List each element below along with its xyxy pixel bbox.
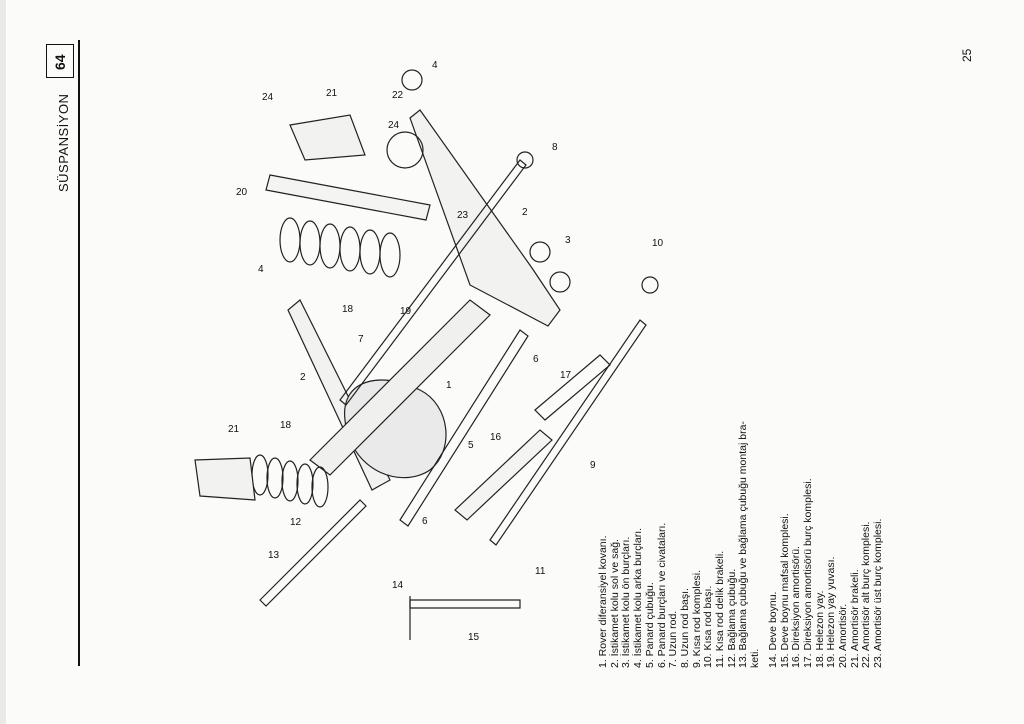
- bush-3a: [529, 241, 551, 263]
- tie-bar: [259, 499, 367, 607]
- legend-item: keti.: [749, 648, 762, 668]
- legend-item: 11. Kısa rod delik brakeli.: [714, 550, 727, 668]
- callout-7: 7: [358, 334, 364, 345]
- legend-item: 1. Rover diferansiyel kovanı.: [597, 535, 609, 668]
- legend-item: 8. Uzun rod başı.: [678, 588, 691, 668]
- rod-end-10: [641, 276, 659, 294]
- callout-22: 22: [392, 90, 404, 101]
- callout-9: 9: [590, 460, 596, 471]
- page-box: [46, 44, 74, 78]
- callout-16: 16: [490, 432, 502, 443]
- parts-legend: 1. Rover diferansiyel kovanı. 2. İstikam…: [597, 108, 885, 668]
- coil-spring-top: [279, 217, 401, 278]
- shock-bracket-top: [289, 114, 366, 161]
- callout-24b: 24: [388, 120, 400, 131]
- coil-spring-lower: [251, 454, 329, 508]
- callout-8: 8: [552, 142, 558, 153]
- callout-1: 1: [446, 380, 452, 391]
- shock-bracket-lower: [194, 457, 256, 501]
- callout-13: 13: [268, 550, 280, 561]
- page-edge: [0, 0, 6, 724]
- legend-item: 19. Helezon yay yuvası.: [825, 556, 838, 668]
- drag-link: [409, 599, 521, 609]
- callout-4b: 4: [432, 60, 438, 71]
- legend-item: 13. Bağlama çubuğu ve bağlama çubuğu mon…: [737, 421, 750, 668]
- legend-item: 17. Direksiyon amortisörü burç komplesi.: [801, 478, 814, 668]
- steering-damper: [454, 429, 553, 521]
- rod-end-8: [516, 151, 534, 169]
- vertical-rule: [78, 40, 80, 666]
- callout-10: 10: [652, 238, 664, 249]
- callout-2b: 2: [522, 207, 528, 218]
- legend-item: 7. Uzun rod.: [667, 610, 680, 668]
- mount-22: [386, 131, 424, 169]
- axle-tube: [309, 299, 491, 476]
- callout-12: 12: [290, 517, 302, 528]
- callout-6: 6: [533, 354, 539, 365]
- callout-21: 21: [326, 88, 338, 99]
- legend-item: 14. Deve boynu.: [766, 591, 779, 668]
- bush-4: [401, 69, 423, 91]
- long-rod: [339, 159, 527, 406]
- radius-arm-right: [409, 109, 561, 327]
- legend-item: 9. Kısa rod komplesi.: [690, 569, 703, 668]
- callout-3: 3: [565, 235, 571, 246]
- callout-18: 18: [280, 420, 292, 431]
- callout-15: 15: [468, 632, 480, 643]
- panhard-rod: [399, 329, 529, 527]
- legend-item: 5. Panard çubuğu.: [643, 582, 656, 668]
- callout-20: 20: [236, 187, 248, 198]
- shock-absorber: [265, 174, 431, 221]
- bush-3b: [549, 271, 571, 293]
- callout-14: 14: [392, 580, 404, 591]
- callout-18b: 18: [342, 304, 354, 315]
- callout-17: 17: [560, 370, 572, 381]
- callout-23: 23: [457, 210, 469, 221]
- callout-6b: 6: [422, 516, 428, 527]
- legend-item: 20. Amortisör.: [837, 603, 850, 668]
- callout-2: 2: [300, 372, 306, 383]
- callout-19: 19: [400, 306, 412, 317]
- callout-11: 11: [535, 566, 546, 577]
- callout-4: 4: [258, 264, 264, 275]
- legend-item: 23. Amortisör üst burç komplesi.: [872, 518, 885, 668]
- legend-item: 6. Panard burçları ve civataları.: [655, 522, 668, 668]
- callout-5: 5: [468, 440, 474, 451]
- callout-24: 24: [262, 92, 274, 103]
- callout-21b: 21: [228, 424, 240, 435]
- short-rod: [489, 319, 647, 546]
- bracket-17: [534, 354, 611, 421]
